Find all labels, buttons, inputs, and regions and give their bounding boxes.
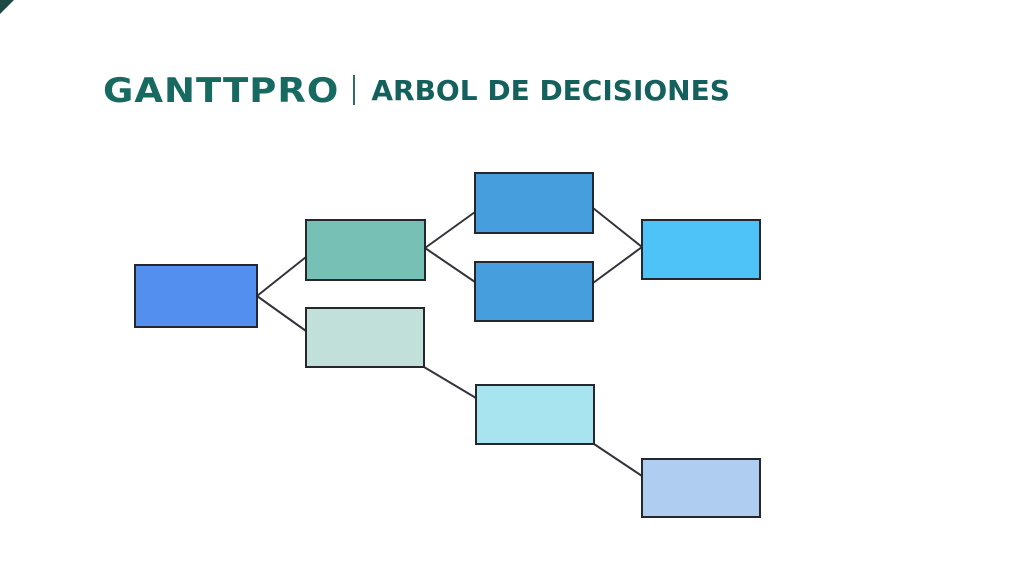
edge-branch-top-to-option-top-1 [424,211,476,249]
edge-option-bottom-to-outcome-bottom [593,443,643,477]
ganttpro-logo: GANTTPRO [103,70,340,110]
edge-option-top-2-to-outcome-top [592,246,643,284]
header-divider [353,75,356,105]
edge-root-to-branch-bottom [256,295,307,332]
node-option-bottom [475,384,595,445]
node-option-top-2 [474,261,594,322]
page-title: ARBOL DE DECISIONES [371,73,730,107]
edge-branch-bottom-to-option-bottom [423,366,477,399]
node-outcome-top [641,219,761,280]
edge-branch-top-to-option-top-2 [424,247,476,283]
node-branch-bottom [305,307,425,368]
node-branch-top [305,219,426,281]
edge-root-to-branch-top [256,256,307,297]
header: GANTTPRO ARBOL DE DECISIONES [103,68,730,112]
node-option-top-1 [474,172,594,234]
node-outcome-bottom [641,458,761,518]
edge-option-top-1-to-outcome-top [592,207,643,248]
node-root [134,264,258,328]
